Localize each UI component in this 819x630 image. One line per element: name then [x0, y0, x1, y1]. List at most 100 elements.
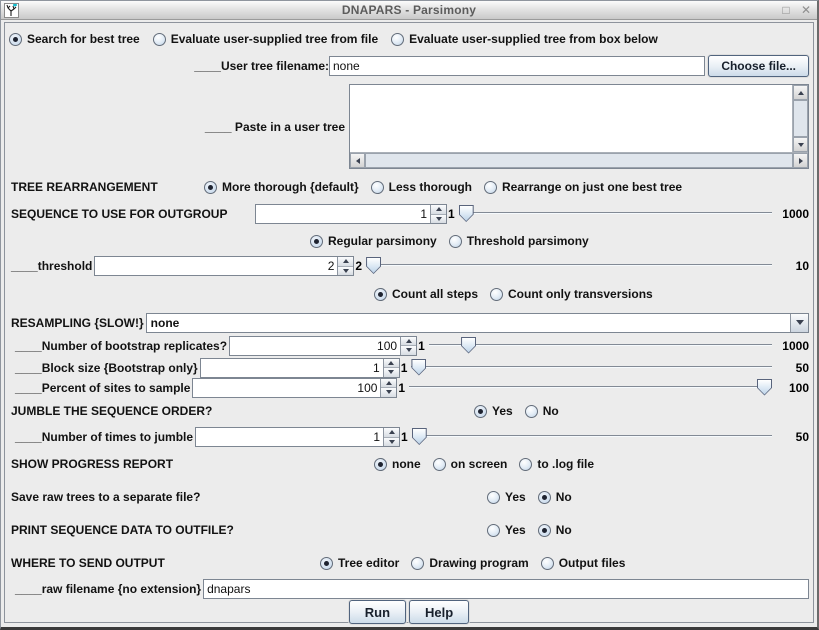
chevron-down-icon[interactable]: [790, 313, 808, 332]
slider-thumb[interactable]: [412, 428, 427, 445]
slider-thumb[interactable]: [757, 379, 772, 396]
radio-label: on screen: [450, 457, 508, 471]
spinner-up-icon[interactable]: [431, 205, 446, 215]
close-icon[interactable]: ✕: [800, 3, 812, 17]
vertical-scrollbar[interactable]: [792, 85, 808, 152]
radio-count-all-steps[interactable]: Count all steps: [374, 287, 478, 301]
radio-label: Yes: [505, 490, 526, 504]
spinner-up-icon[interactable]: [381, 378, 397, 388]
radio-progress-none[interactable]: none: [374, 457, 421, 471]
block-size-slider[interactable]: [411, 359, 772, 377]
run-button[interactable]: Run: [348, 600, 407, 624]
spinner-down-icon[interactable]: [383, 368, 399, 377]
radio-regular-parsimony[interactable]: Regular parsimony: [310, 234, 437, 248]
radio-progress-log-file[interactable]: to .log file: [519, 457, 594, 471]
slider-track: [366, 264, 772, 266]
bootstrap-replicates-min-label: 1: [418, 338, 425, 353]
scroll-left-icon[interactable]: [350, 153, 365, 168]
jumble-times-spinner-input[interactable]: [196, 428, 384, 446]
radio-icon: [487, 490, 500, 504]
radio-icon: [432, 457, 446, 471]
percent-sites-slider[interactable]: [409, 379, 772, 397]
help-button[interactable]: Help: [409, 600, 470, 624]
spinner-up-icon[interactable]: [338, 257, 354, 267]
radio-threshold-parsimony[interactable]: Threshold parsimony: [448, 234, 589, 248]
radio-print-sequence-yes[interactable]: Yes: [487, 523, 526, 537]
spinner-down-icon[interactable]: [381, 388, 397, 397]
threshold-spinner[interactable]: [94, 256, 355, 276]
user-tree-textarea[interactable]: [350, 85, 792, 152]
scroll-right-icon[interactable]: [793, 153, 808, 168]
radio-less-thorough[interactable]: Less thorough: [370, 180, 473, 194]
bootstrap-replicates-slider[interactable]: [428, 337, 772, 355]
radio-label: Tree editor: [338, 556, 400, 570]
radio-more-thorough[interactable]: More thorough {default}: [204, 180, 359, 194]
radio-drawing-program[interactable]: Drawing program: [411, 556, 529, 570]
radio-jumble-yes[interactable]: Yes: [474, 404, 513, 418]
jumble-times-slider[interactable]: [411, 428, 772, 446]
radio-label: Yes: [492, 404, 513, 418]
slider-track: [428, 343, 772, 346]
radio-save-raw-yes[interactable]: Yes: [487, 490, 526, 504]
titlebar: DNAPARS - Parsimony □ ✕: [1, 1, 817, 20]
percent-sites-max-label: 100: [788, 380, 809, 395]
progress-label: SHOW PROGRESS REPORT: [11, 457, 174, 471]
radio-search-for-best-tree[interactable]: Search for best tree: [9, 32, 140, 46]
maximize-icon[interactable]: □: [782, 3, 790, 17]
radio-evaluate-tree-from-box[interactable]: Evaluate user-supplied tree from box bel…: [391, 32, 658, 46]
radio-count-only-transversions[interactable]: Count only transversions: [490, 287, 653, 301]
percent-sites-spinner[interactable]: [192, 377, 398, 398]
horizontal-scroll-thumb[interactable]: [365, 153, 793, 168]
radio-label: Regular parsimony: [328, 234, 437, 248]
jumble-times-spinner[interactable]: [195, 427, 401, 447]
slider-thumb[interactable]: [459, 205, 474, 222]
tree-icon: [4, 2, 19, 18]
block-size-spinner[interactable]: [199, 357, 400, 378]
percent-sites-spinner-input[interactable]: [193, 378, 381, 397]
radio-icon: [411, 556, 425, 570]
spinner-up-icon[interactable]: [383, 358, 399, 368]
threshold-slider[interactable]: [366, 257, 772, 275]
threshold-spinner-input[interactable]: [95, 257, 338, 275]
scroll-down-icon[interactable]: [793, 137, 808, 152]
radio-jumble-no[interactable]: No: [524, 404, 559, 418]
radio-label: Evaluate user-supplied tree from box bel…: [409, 32, 658, 46]
outgroup-spinner[interactable]: [255, 204, 447, 224]
radio-icon: [391, 32, 405, 46]
raw-filename-input[interactable]: [203, 579, 809, 599]
spinner-up-icon[interactable]: [384, 428, 400, 438]
spinner-down-icon[interactable]: [338, 266, 354, 275]
bootstrap-replicates-spinner[interactable]: [229, 335, 418, 356]
bootstrap-replicates-spinner-input[interactable]: [230, 336, 401, 355]
outgroup-slider[interactable]: [458, 205, 772, 223]
radio-output-files[interactable]: Output files: [540, 556, 625, 570]
slider-thumb[interactable]: [366, 257, 381, 274]
radio-tree-editor[interactable]: Tree editor: [320, 556, 399, 570]
resampling-combobox[interactable]: none: [145, 312, 809, 333]
radio-print-sequence-no[interactable]: No: [537, 523, 572, 537]
slider-thumb[interactable]: [411, 359, 426, 376]
slider-thumb[interactable]: [461, 337, 476, 354]
spinner-down-icon[interactable]: [431, 214, 446, 223]
horizontal-scrollbar[interactable]: [350, 152, 808, 168]
radio-save-raw-no[interactable]: No: [537, 490, 572, 504]
vertical-scroll-thumb[interactable]: [793, 100, 808, 137]
output-dest-label: WHERE TO SEND OUTPUT: [11, 556, 165, 570]
block-size-spinner-input[interactable]: [200, 358, 383, 377]
radio-icon: [310, 234, 323, 248]
radio-progress-on-screen[interactable]: on screen: [432, 457, 508, 471]
spinner-down-icon[interactable]: [384, 437, 400, 446]
choose-file-button[interactable]: Choose file...: [708, 55, 809, 77]
radio-icon: [519, 457, 533, 471]
resampling-label: RESAMPLING {SLOW!}: [11, 315, 144, 330]
outgroup-spinner-input[interactable]: [256, 205, 430, 223]
radio-label: Less thorough: [388, 180, 473, 194]
scroll-up-icon[interactable]: [793, 85, 808, 100]
radio-label: Count only transversions: [508, 287, 653, 301]
user-tree-filename-input[interactable]: [329, 56, 706, 76]
spinner-up-icon[interactable]: [401, 336, 417, 346]
radio-rearrange-one-best-tree[interactable]: Rearrange on just one best tree: [484, 180, 682, 194]
radio-evaluate-tree-from-file[interactable]: Evaluate user-supplied tree from file: [152, 32, 378, 46]
radio-icon: [474, 404, 487, 418]
spinner-down-icon[interactable]: [401, 346, 417, 355]
